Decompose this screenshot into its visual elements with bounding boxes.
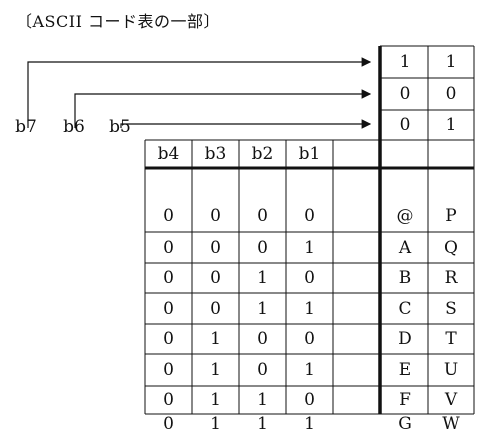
bit-value: 0 bbox=[210, 268, 221, 288]
bit-value: 1 bbox=[257, 390, 268, 410]
char-value: @ bbox=[396, 206, 414, 226]
b6-arrow bbox=[74, 89, 372, 128]
bit-value: 1 bbox=[210, 390, 221, 410]
bit-value: 0 bbox=[163, 390, 174, 410]
bit-value: 1 bbox=[210, 329, 221, 349]
bit-value: 1 bbox=[257, 298, 268, 319]
bit-value: 1 bbox=[304, 414, 315, 434]
char-value: P bbox=[445, 206, 457, 226]
low-bit-header: b2 bbox=[251, 144, 274, 164]
bit-value: 0 bbox=[163, 206, 174, 226]
char-value: Q bbox=[444, 237, 458, 258]
bit-value: 0 bbox=[163, 360, 174, 380]
bit-value: 1 bbox=[210, 360, 221, 380]
high-bit-value: 0 bbox=[399, 115, 411, 135]
bit-value: 0 bbox=[163, 329, 174, 349]
bit-value: 0 bbox=[163, 414, 174, 434]
bit-label-b6: b6 bbox=[63, 117, 85, 137]
high-bit-value: 1 bbox=[445, 115, 457, 135]
char-value: U bbox=[443, 360, 459, 380]
bit-value: 1 bbox=[304, 360, 315, 380]
low-bit-header: b3 bbox=[204, 144, 227, 164]
bit-label-b5: b5 bbox=[109, 117, 131, 137]
bit-value: 1 bbox=[257, 414, 268, 434]
low-bit-header: b1 bbox=[298, 144, 321, 164]
char-value: F bbox=[399, 390, 411, 410]
char-value: S bbox=[445, 298, 457, 319]
b5-arrow bbox=[120, 119, 372, 129]
bit-value: 1 bbox=[210, 414, 221, 434]
bit-value: 0 bbox=[163, 298, 174, 319]
bit-value: 0 bbox=[210, 206, 221, 226]
bit-label-b7: b7 bbox=[15, 117, 37, 137]
bit-value: 1 bbox=[304, 298, 315, 319]
high-bit-value: 1 bbox=[399, 52, 411, 72]
bit-value: 0 bbox=[304, 206, 315, 226]
char-value: R bbox=[444, 268, 458, 288]
char-value: W bbox=[442, 414, 460, 434]
high-bit-value: 0 bbox=[445, 84, 457, 104]
bit-value: 1 bbox=[257, 268, 268, 288]
char-value: D bbox=[398, 329, 412, 349]
bit-value: 0 bbox=[257, 237, 268, 258]
table-title: 〔ASCII コード表の一部〕 bbox=[16, 12, 220, 31]
bit-value: 0 bbox=[163, 237, 174, 258]
low-bit-header: b4 bbox=[157, 144, 180, 164]
bit-value: 0 bbox=[210, 237, 221, 258]
bit-value: 0 bbox=[257, 360, 268, 380]
high-bit-value: 0 bbox=[399, 84, 411, 104]
char-value: V bbox=[444, 390, 458, 410]
bit-value: 0 bbox=[257, 329, 268, 349]
char-value: B bbox=[398, 268, 412, 288]
char-value: A bbox=[398, 237, 412, 258]
bit-value: 0 bbox=[210, 298, 221, 319]
char-value: E bbox=[398, 360, 412, 380]
bit-value: 0 bbox=[257, 206, 268, 226]
bit-value: 0 bbox=[304, 329, 315, 349]
high-bit-value: 1 bbox=[445, 52, 457, 72]
char-value: C bbox=[398, 298, 412, 319]
b7-arrow bbox=[27, 57, 372, 128]
bit-value: 0 bbox=[304, 390, 315, 410]
bit-value: 0 bbox=[163, 268, 174, 288]
char-value: T bbox=[445, 329, 457, 349]
bit-value: 0 bbox=[304, 268, 315, 288]
char-value: G bbox=[398, 414, 412, 434]
bit-value: 1 bbox=[304, 237, 315, 258]
